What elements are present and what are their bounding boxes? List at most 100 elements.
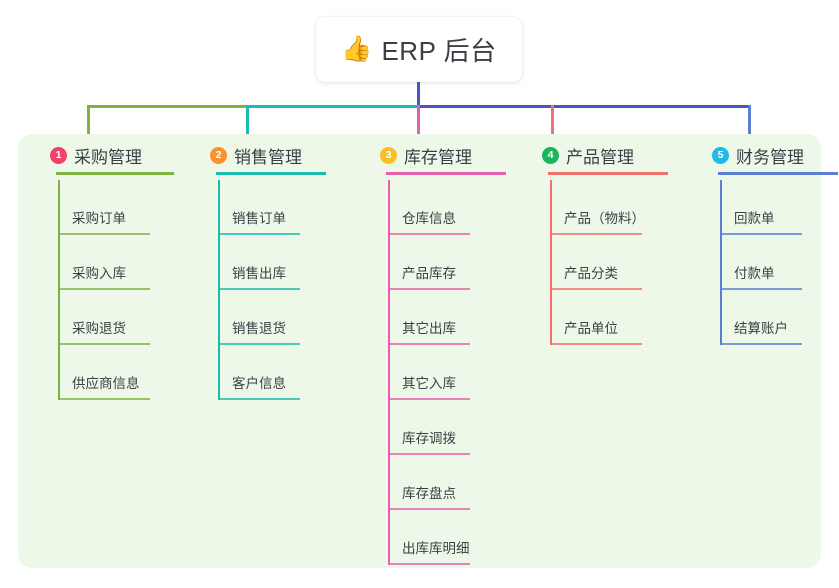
list-item-label: 销售订单 (232, 211, 286, 226)
list-item-label: 销售出库 (232, 266, 286, 281)
list-item[interactable]: 销售订单 (188, 180, 302, 235)
list-item[interactable]: 销售退货 (188, 290, 302, 345)
column-spine (388, 180, 390, 565)
list-item[interactable]: 库存调拨 (358, 400, 472, 455)
column-header-rule (718, 172, 838, 175)
list-item-rule (218, 288, 300, 290)
list-item-rule (388, 398, 470, 400)
column-spine (58, 180, 60, 400)
column-number-badge: 4 (542, 146, 559, 164)
list-item-rule (388, 563, 470, 565)
column-header-5[interactable]: 5 财务管理 (690, 140, 838, 175)
column-header-rule (548, 172, 668, 175)
list-item[interactable]: 其它出库 (358, 290, 472, 345)
list-item-label: 库存盘点 (402, 486, 456, 501)
column-item-list: 销售订单销售出库销售退货客户信息 (188, 180, 302, 400)
list-item[interactable]: 产品（物料） (520, 180, 645, 235)
list-item-rule (388, 343, 470, 345)
list-item[interactable]: 采购入库 (28, 235, 150, 290)
column-item-list: 采购订单采购入库采购退货供应商信息 (28, 180, 150, 400)
column-spine (218, 180, 220, 400)
connector-drop-3 (417, 105, 420, 145)
column-number-badge: 3 (380, 146, 397, 164)
list-item-label: 产品分类 (564, 266, 618, 281)
column-header-4[interactable]: 4 产品管理 (520, 140, 668, 175)
column-title: 销售管理 (234, 147, 302, 167)
list-item-rule (58, 398, 150, 400)
list-item-rule (388, 288, 470, 290)
column-number-badge: 5 (712, 146, 729, 164)
column-title: 采购管理 (74, 147, 142, 167)
column-spine (720, 180, 722, 345)
list-item-label: 其它入库 (402, 376, 456, 391)
list-item[interactable]: 产品库存 (358, 235, 472, 290)
column-title: 产品管理 (566, 147, 634, 167)
list-item-rule (58, 343, 150, 345)
list-item-label: 结算账户 (734, 321, 788, 336)
list-item[interactable]: 采购退货 (28, 290, 150, 345)
column-header-2[interactable]: 2 销售管理 (188, 140, 326, 175)
column-title: 库存管理 (404, 147, 472, 167)
list-item-rule (388, 233, 470, 235)
list-item-rule (388, 508, 470, 510)
column-spine (550, 180, 552, 345)
connector-drop-4 (551, 105, 554, 145)
list-item-rule (720, 343, 802, 345)
column-header-rule (216, 172, 326, 175)
list-item-rule (550, 288, 642, 290)
connector-drop-2 (246, 105, 249, 145)
column-产品管理: 4 产品管理产品（物料） 产品分类产品单位 (520, 140, 668, 345)
column-采购管理: 1 采购管理采购订单采购入库采购退货供应商信息 (28, 140, 174, 400)
connector-drop-5 (748, 105, 751, 145)
column-item-list: 回款单付款单结算账户 (690, 180, 804, 345)
list-item-rule (58, 288, 150, 290)
diagram-panel (18, 134, 821, 568)
list-item-label: 仓库信息 (402, 211, 456, 226)
list-item-rule (218, 233, 300, 235)
list-item[interactable]: 产品分类 (520, 235, 642, 290)
list-item[interactable]: 客户信息 (188, 345, 302, 400)
list-item[interactable]: 其它入库 (358, 345, 472, 400)
list-item-rule (720, 233, 802, 235)
list-item[interactable]: 库存盘点 (358, 455, 472, 510)
list-item-label: 库存调拨 (402, 431, 456, 446)
connector-bar-segment-4 (551, 105, 751, 108)
root-node-card[interactable]: 👍 ERP 后台 (316, 17, 522, 82)
list-item-rule (218, 343, 300, 345)
column-财务管理: 5 财务管理回款单付款单结算账户 (690, 140, 838, 345)
list-item[interactable]: 付款单 (690, 235, 804, 290)
list-item-label: 产品（物料） (564, 211, 645, 226)
list-item-label: 客户信息 (232, 376, 286, 391)
list-item-label: 供应商信息 (72, 376, 140, 391)
list-item-rule (550, 233, 642, 235)
list-item[interactable]: 出库库明细 (358, 510, 472, 565)
list-item-label: 采购退货 (72, 321, 126, 336)
list-item-label: 回款单 (734, 211, 775, 226)
list-item-rule (218, 398, 300, 400)
list-item-rule (550, 343, 642, 345)
column-header-3[interactable]: 3 库存管理 (358, 140, 506, 175)
list-item[interactable]: 销售出库 (188, 235, 302, 290)
column-header-1[interactable]: 1 采购管理 (28, 140, 174, 175)
list-item[interactable]: 仓库信息 (358, 180, 472, 235)
list-item[interactable]: 采购订单 (28, 180, 150, 235)
column-number-badge: 1 (50, 146, 67, 164)
column-title: 财务管理 (736, 147, 804, 167)
list-item-label: 销售退货 (232, 321, 286, 336)
list-item[interactable]: 供应商信息 (28, 345, 150, 400)
list-item-rule (58, 233, 150, 235)
column-number-badge: 2 (210, 146, 227, 164)
list-item[interactable]: 产品单位 (520, 290, 642, 345)
list-item[interactable]: 结算账户 (690, 290, 804, 345)
list-item-label: 采购入库 (72, 266, 126, 281)
connector-bar-segment-3 (417, 105, 552, 108)
connector-stem (417, 82, 420, 107)
page-title: ERP 后台 (381, 36, 497, 66)
column-item-list: 仓库信息产品库存其它出库其它入库库存调拨库存盘点出库库明细 (358, 180, 472, 565)
list-item[interactable]: 回款单 (690, 180, 804, 235)
connector-drop-1 (87, 105, 90, 145)
column-库存管理: 3 库存管理仓库信息产品库存其它出库其它入库库存调拨库存盘点出库库明细 (358, 140, 506, 565)
list-item-label: 出库库明细 (402, 541, 470, 556)
thumbs-up-icon: 👍 (341, 35, 373, 63)
column-header-rule (386, 172, 506, 175)
